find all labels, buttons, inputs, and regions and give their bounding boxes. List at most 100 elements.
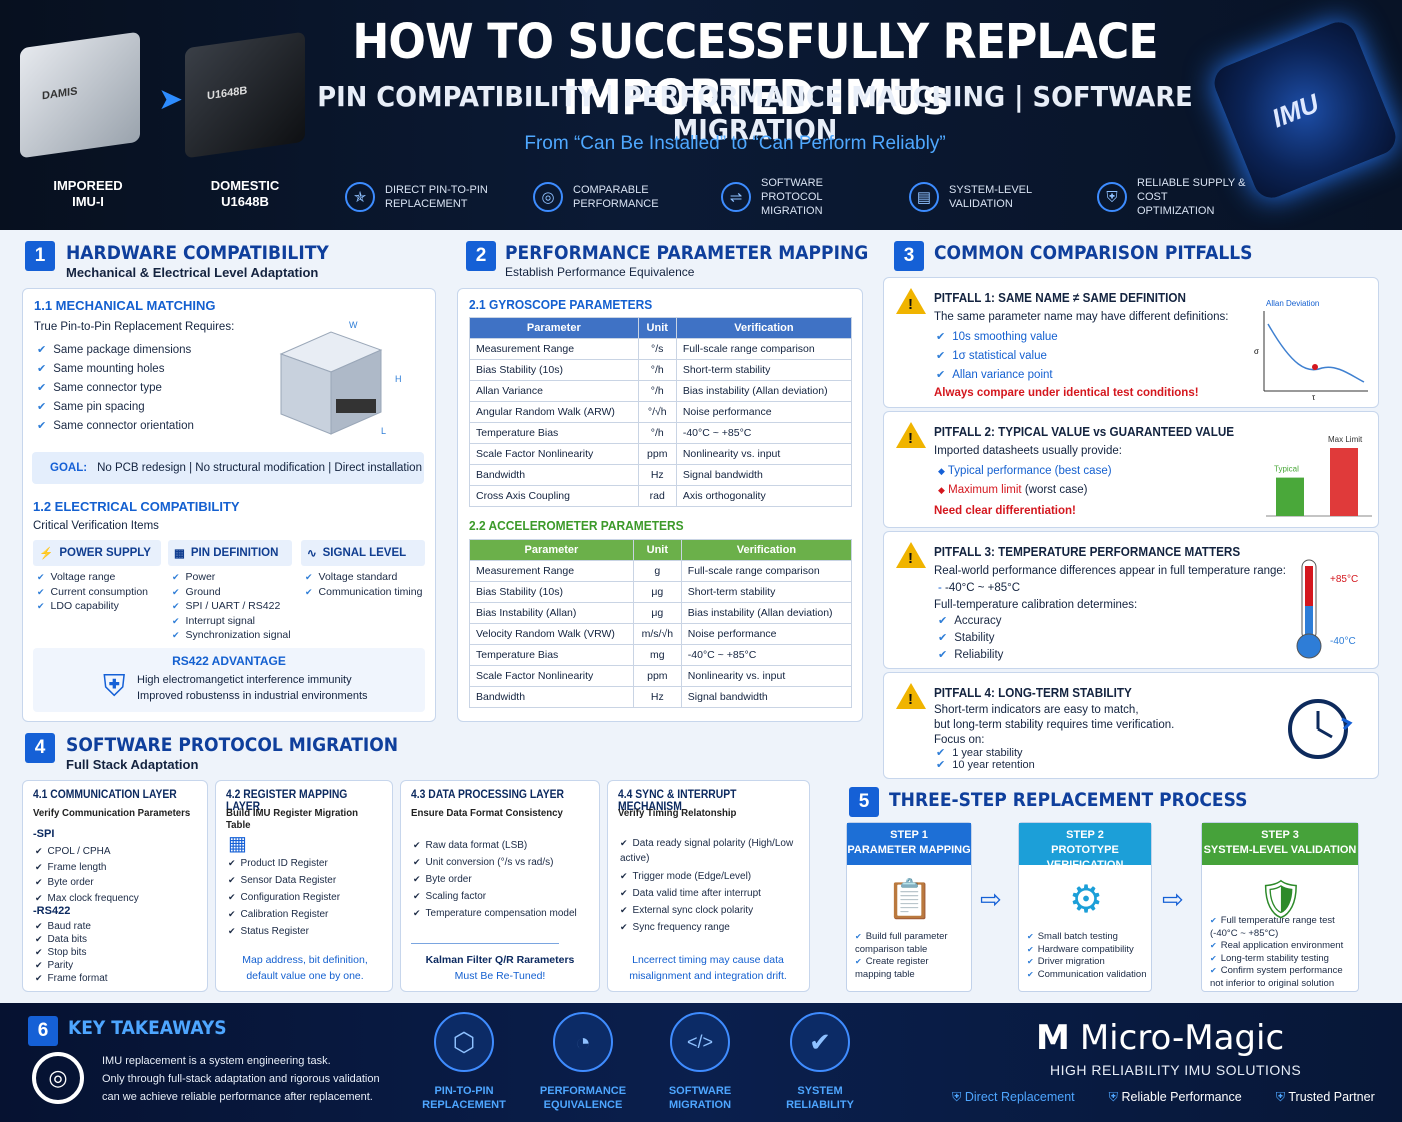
- section-title: SOFTWARE PROTOCOL MIGRATION: [66, 734, 399, 756]
- dim-l-label: L: [381, 426, 386, 436]
- list-item: CPOL / CPHA: [35, 844, 139, 860]
- hero-banner: DAMIS ➤ U1648B IMPOREED IMU-I DOMESTIC U…: [0, 0, 1402, 230]
- card-note: Lncerrect timing may cause data misalign…: [629, 954, 787, 982]
- takeaway-item: ⬡PIN-TO-PIN REPLACEMENT: [404, 1012, 524, 1112]
- list-item: Interrupt signal: [168, 614, 292, 629]
- retune-note: Must Be Re-Tuned!: [454, 970, 546, 982]
- list-item: Status Register: [228, 923, 340, 940]
- rs422-text: High electromangetict interference immun…: [137, 672, 368, 704]
- list-item: Same package dimensions: [37, 341, 194, 360]
- pitfall-intro: Imported datasheets usually provide:: [934, 445, 1122, 457]
- signal-level-title: SIGNAL LEVEL: [322, 547, 407, 559]
- cold-label: -40°C: [1330, 636, 1356, 647]
- list-item: Data bits: [35, 933, 108, 946]
- step-2-card: STEP 2 PROTOTYPE VERIFICATION ⚙ Small ba…: [1018, 822, 1152, 992]
- table-cell: Noise performance: [675, 401, 853, 423]
- hero-feature: ▤SYSTEM-LEVEL VALIDATION: [909, 176, 1059, 218]
- table-cell: Full-scale range comparison: [680, 560, 853, 582]
- table-cell: °/h: [637, 380, 677, 402]
- waveform-icon: ∿: [307, 548, 317, 560]
- list-item: Allan variance point: [936, 366, 1058, 385]
- rs422-text: RS422: [36, 905, 71, 917]
- cube-icon: ⬡: [434, 1012, 494, 1072]
- acc-table-title: 2.2 ACCELEROMETER PARAMETERS: [469, 518, 684, 533]
- rs422-label: -RS422: [33, 905, 71, 917]
- pitfall-intro: Real-world performance differences appea…: [934, 565, 1287, 577]
- section-number: 3: [894, 241, 924, 271]
- table-cell: ppm: [632, 665, 682, 687]
- kalman-note: Kalman Filter Q/R Rarameters: [425, 954, 575, 966]
- pins-icon: ▦: [174, 548, 185, 560]
- spi-label: -SPI: [33, 828, 55, 840]
- brand-mark-icon: M: [1036, 1018, 1070, 1058]
- page-title: HOW TO SUCCESSFULLY REPLACE IMPORTED IMU…: [352, 14, 1158, 126]
- list-item: Reliability: [938, 647, 1003, 664]
- card-title: 4.1 COMMUNICATION LAYER: [33, 789, 177, 801]
- list-item: 10 year retention: [936, 759, 1035, 771]
- domestic-imu-image: U1648B: [185, 31, 305, 159]
- signal-level-column: ∿SIGNAL LEVEL Voltage standard Communica…: [301, 540, 425, 599]
- dim-w-label: W: [349, 320, 358, 330]
- section-subtitle: Mechanical & Electrical Level Adaptation: [66, 265, 319, 280]
- rs422-line: High electromangetict interference immun…: [137, 674, 352, 686]
- section-number: 6: [28, 1016, 58, 1046]
- pitfall-4-card: ! PITFALL 4: LONG-TERM STABILITY Short-t…: [883, 672, 1379, 779]
- x-axis-label: τ: [1312, 393, 1316, 401]
- table-cell: μg: [632, 581, 682, 603]
- page-subtitle: PIN COMPATIBILITY | PERFORMANCE MATCHING…: [317, 80, 1193, 146]
- list-item: Max clock frequency: [35, 891, 139, 907]
- list-item: Temperature compensation model: [413, 905, 577, 922]
- section-title: COMMON COMPARISON PITFALLS: [934, 242, 1253, 264]
- table-cell: -40°C ~ +85°C: [680, 644, 853, 666]
- list-item: Stability: [938, 630, 1003, 647]
- list-item: Confirm system performance not inferior …: [1202, 965, 1352, 990]
- pitfall-title: PITFALL 2: TYPICAL VALUE vs GUARANTEED V…: [934, 424, 1235, 439]
- sync-interrupt-card: 4.4 SYNC & INTERRUPT MECHANISM Verify Ti…: [607, 780, 810, 992]
- clock-icon: [1288, 699, 1353, 759]
- typical-bar: [1276, 477, 1304, 516]
- list-item: Build full parameter comparison table: [847, 931, 963, 956]
- list-item: Ground: [168, 585, 292, 600]
- goal-label: GOAL:: [50, 462, 88, 474]
- takeaway-line: IMU replacement is a system engineering …: [102, 1055, 331, 1067]
- brand-tagline: HIGH RELIABILITY IMU SOLUTIONS: [1050, 1062, 1302, 1078]
- card-subtitle: Build IMU Register Migration Table: [226, 807, 359, 831]
- takeaway-label: SYSTEM RELIABILITY: [786, 1085, 854, 1111]
- table-cell: Scale Factor Nonlinearity: [469, 443, 639, 465]
- dim-h-label: H: [395, 374, 402, 384]
- hero-feature-label: SYSTEM-LEVEL VALIDATION: [949, 184, 1032, 210]
- section-subtitle: Establish Performance Equivalence: [505, 265, 695, 279]
- list-item: Same connector type: [37, 379, 194, 398]
- brand-badges: ⛨ Direct Replacement ⛨ Reliable Performa…: [952, 1090, 1375, 1105]
- list-item: Frame length: [35, 860, 139, 876]
- list-item: Power: [168, 570, 292, 585]
- table-cell: °/s: [637, 338, 677, 360]
- card-subtitle: Verify Communication Parameters: [33, 807, 191, 819]
- list-item: Frame format: [35, 972, 108, 985]
- gyro-table-title: 2.1 GYROSCOPE PARAMETERS: [469, 297, 653, 312]
- table-cell: Bias Stability (10s): [469, 359, 639, 381]
- signal-level-header: ∿ SIGNAL LEVEL: [301, 540, 425, 566]
- column-header: Parameter: [469, 539, 634, 561]
- hero-feature: ✯DIRECT PIN-TO-PIN REPLACEMENT: [345, 176, 495, 218]
- list-item: Configuration Register: [228, 889, 341, 906]
- list-item: Raw data format (LSB): [413, 837, 577, 854]
- pitfall-1-list: 10s smoothing value 1σ statistical value…: [936, 328, 1058, 385]
- table-cell: Axis orthogonality: [675, 485, 853, 507]
- takeaway-item: ◔PERFORMANCE EQUIVALENCE: [523, 1012, 643, 1112]
- table-cell: Hz: [637, 464, 677, 486]
- warning-icon: !: [896, 542, 926, 568]
- temp-range: - -40°C ~ +85°C: [938, 582, 1021, 594]
- section-title: THREE-STEP REPLACEMENT PROCESS: [889, 789, 1248, 811]
- pitfall-3-card: ! PITFALL 3: TEMPERATURE PERFORMANCE MAT…: [883, 531, 1379, 669]
- communication-layer-card: 4.1 COMMUNICATION LAYER Verify Communica…: [22, 780, 208, 992]
- mechanical-list: Same package dimensions Same mounting ho…: [37, 341, 194, 436]
- bar-label: Max Limit: [1328, 435, 1363, 444]
- list-item: Full temperature range test (-40°C ~ +85…: [1202, 915, 1352, 940]
- arrow-right-icon: ➤: [158, 83, 184, 116]
